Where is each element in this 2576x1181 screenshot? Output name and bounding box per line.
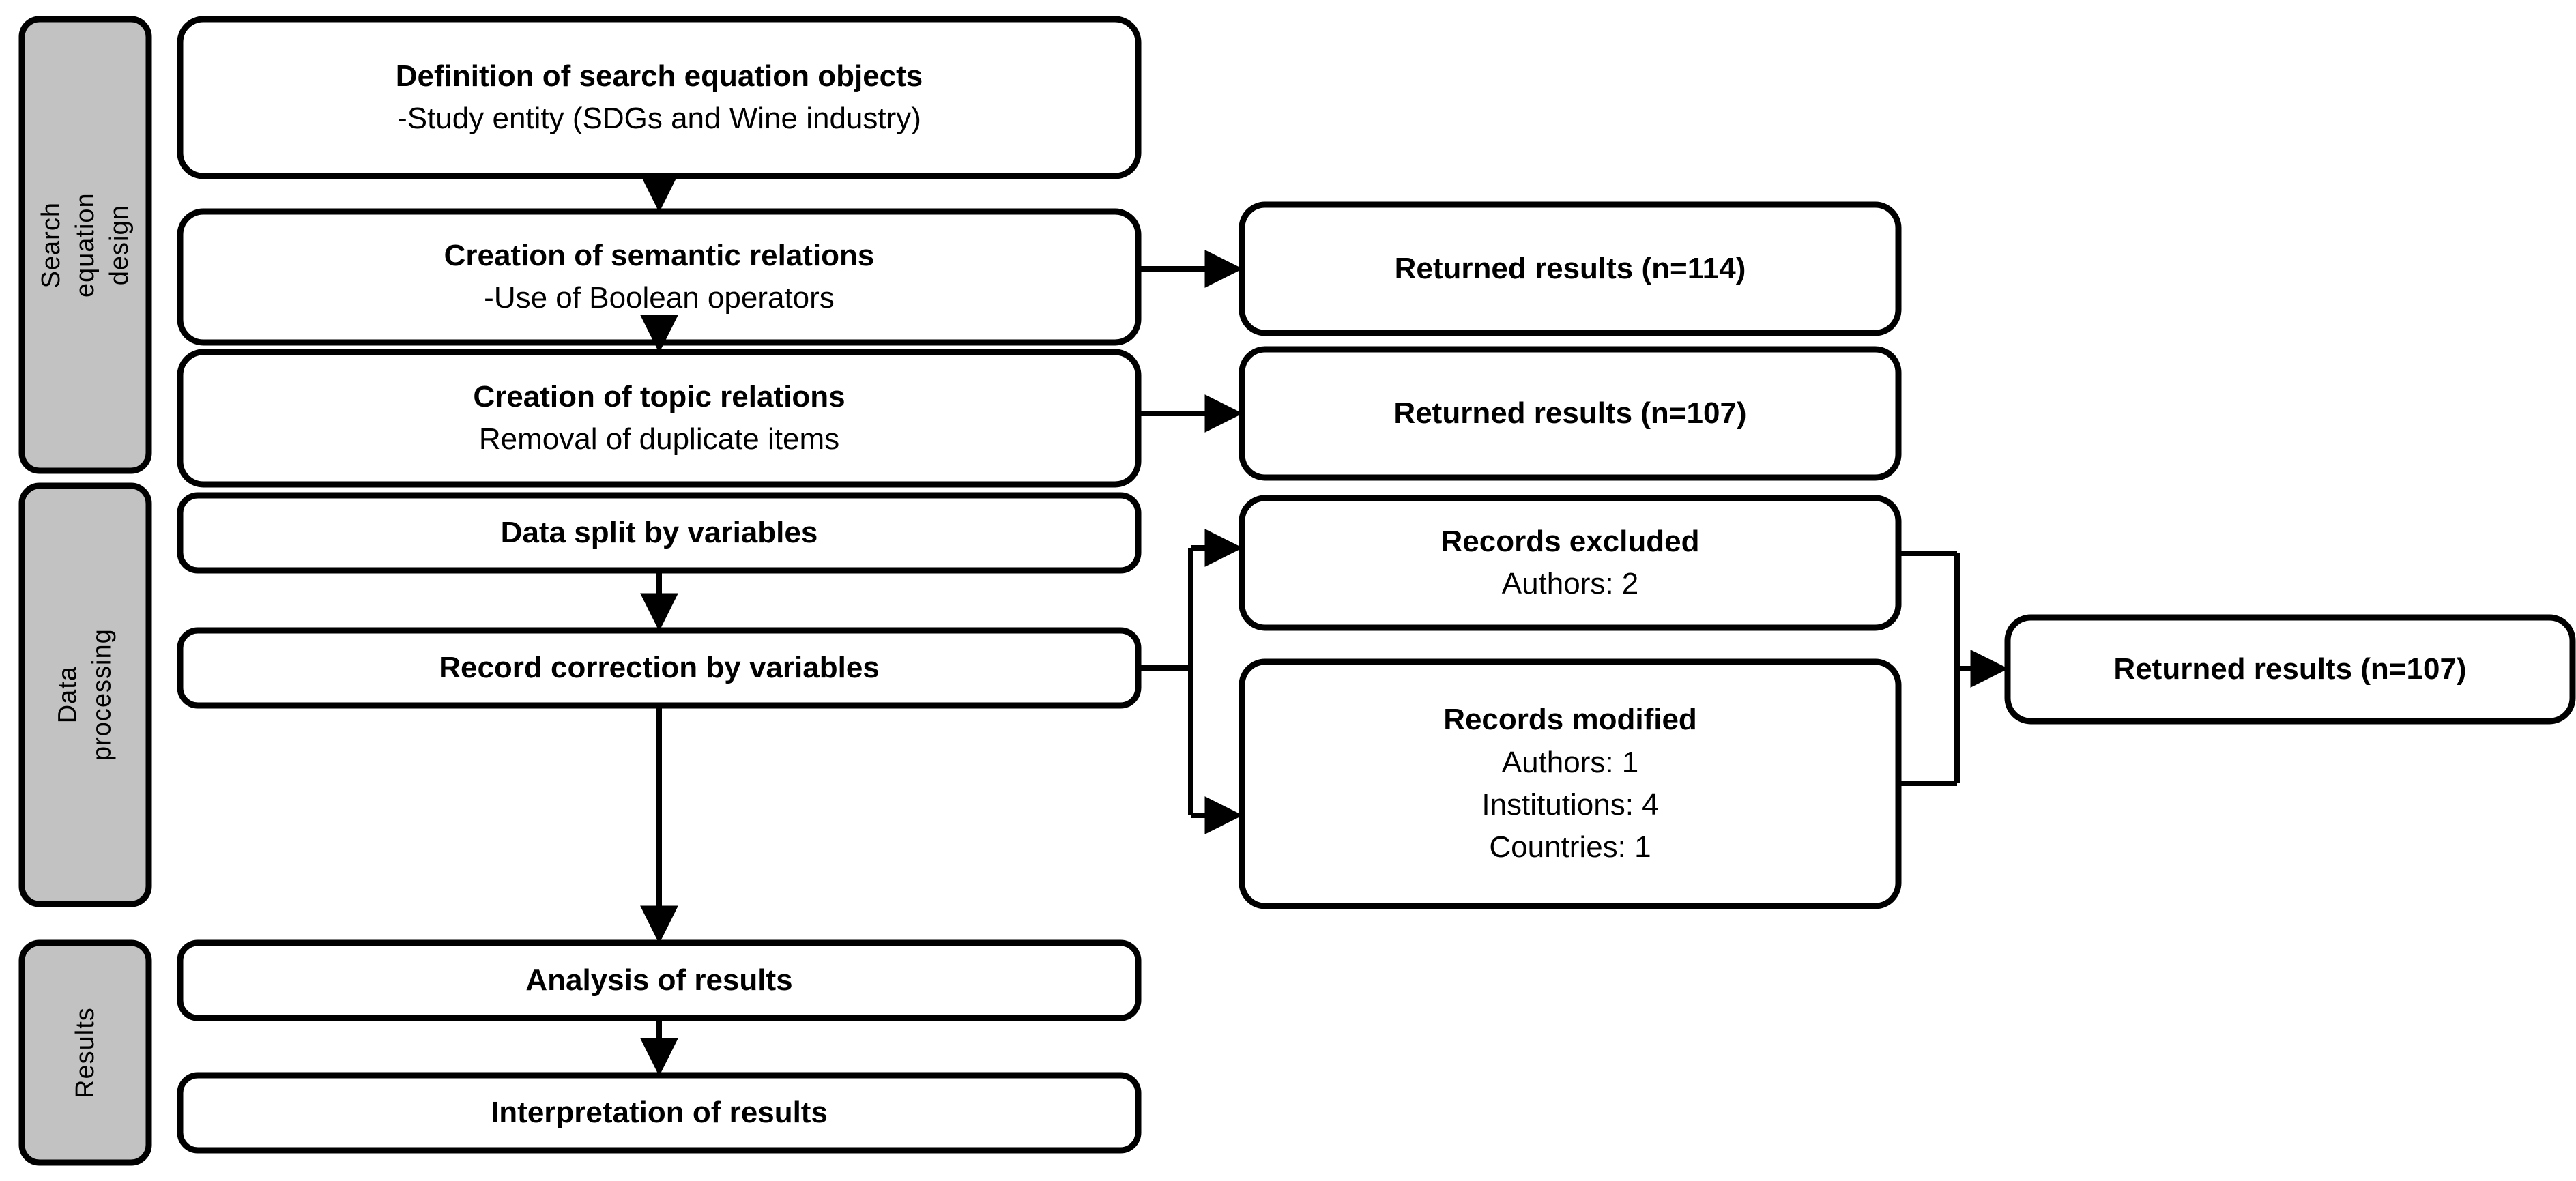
box-returned-results-107-final: Returned results (n=107) xyxy=(2008,617,2573,721)
box-line: Institutions: 4 xyxy=(1481,788,1659,821)
box-line: Interpretation of results xyxy=(491,1095,828,1129)
box-definition-of-search-equation-objects: Definition of search equation objects -S… xyxy=(180,19,1138,176)
box-line: Authors: 2 xyxy=(1501,567,1639,600)
box-returned-results-114: Returned results (n=114) xyxy=(1242,205,1898,333)
box-line: Records excluded xyxy=(1441,524,1700,558)
box-line: Removal of duplicate items xyxy=(478,422,840,456)
box-line: Returned results (n=107) xyxy=(1393,396,1747,430)
box-line: Returned results (n=107) xyxy=(2113,652,2467,686)
stage-box-data-processing xyxy=(18,482,152,907)
box-line: Record correction by variables xyxy=(439,650,880,684)
box-line: Creation of topic relations xyxy=(473,379,845,413)
box-creation-of-semantic-relations: Creation of semantic relations -Use of B… xyxy=(180,212,1138,342)
box-line: Data split by variables xyxy=(500,515,818,549)
box-line: Returned results (n=114) xyxy=(1394,251,1746,285)
box-line: Definition of search equation objects xyxy=(395,59,923,93)
box-data-split-by-variables: Data split by variables xyxy=(180,495,1138,570)
box-line: Authors: 1 xyxy=(1501,745,1639,779)
stage-box-results xyxy=(18,939,152,1166)
stage-box-search-equation-design xyxy=(18,16,152,474)
box-returned-results-107-topic: Returned results (n=107) xyxy=(1242,349,1898,478)
box-interpretation-of-results: Interpretation of results xyxy=(180,1075,1138,1150)
box-line: -Study entity (SDGs and Wine industry) xyxy=(397,102,921,135)
box-line: -Use of Boolean operators xyxy=(484,281,835,315)
box-records-excluded: Records excluded Authors: 2 xyxy=(1242,498,1898,628)
stage-label-results: Results xyxy=(70,1007,100,1098)
box-line: Analysis of results xyxy=(525,963,793,997)
box-line: Creation of semantic relations xyxy=(444,238,875,272)
stage-label-search-equation-design: Search equation design xyxy=(36,192,134,297)
stage-label-data-processing: Data processing xyxy=(53,628,117,761)
box-analysis-of-results: Analysis of results xyxy=(180,943,1138,1018)
box-record-correction-by-variables: Record correction by variables xyxy=(180,630,1138,705)
box-line: Records modified xyxy=(1443,703,1697,737)
box-creation-of-topic-relations: Creation of topic relations Removal of d… xyxy=(180,352,1138,484)
box-line: Countries: 1 xyxy=(1489,830,1651,864)
box-records-modified: Records modified Authors: 1 Institutions… xyxy=(1242,662,1898,906)
